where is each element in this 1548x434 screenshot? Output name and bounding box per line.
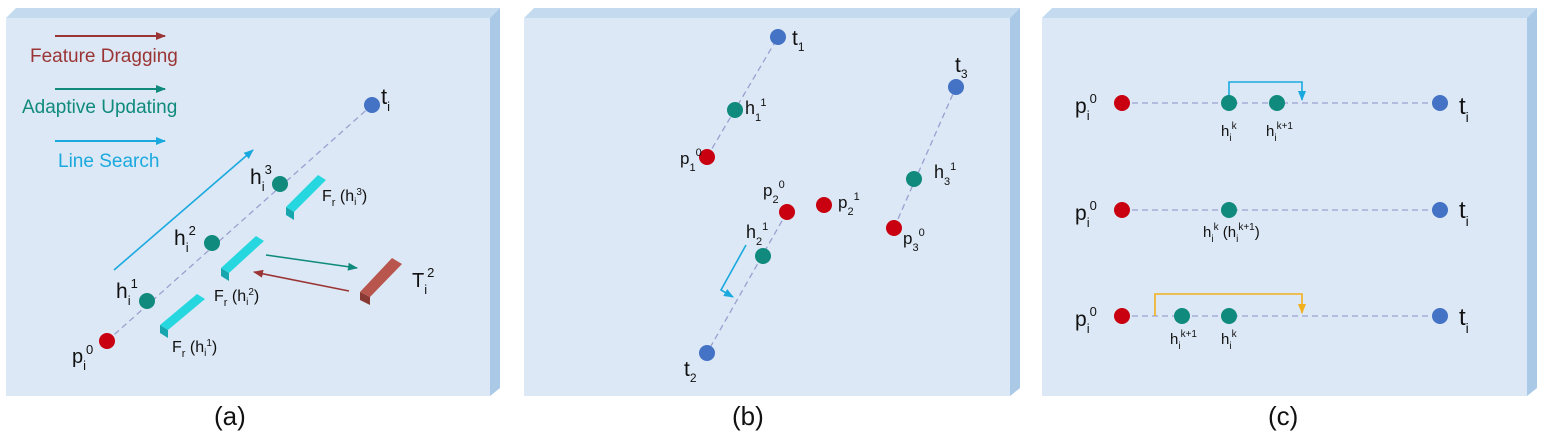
point-h1-a — [139, 293, 155, 309]
caption-b: (b) — [732, 401, 764, 431]
label-t-c1: ti — [1459, 93, 1469, 125]
point-p2-b — [779, 204, 795, 220]
point-hk1-c1 — [1269, 95, 1285, 111]
point-t-c3 — [1432, 308, 1448, 324]
point-t2-b — [699, 345, 715, 361]
label-t-a: ti — [381, 84, 390, 114]
dashed-path-b3 — [893, 86, 957, 229]
line-search-arrow-c1 — [1228, 81, 1306, 101]
point-p-c2 — [1114, 202, 1130, 218]
label-t-c2: ti — [1459, 197, 1469, 229]
panel-c: pi0 hik hik+1 ti pi0 hik (hik+1) ti pi0 … — [1042, 8, 1537, 396]
panel-b-face — [524, 18, 1010, 396]
panel-a-side — [490, 8, 500, 396]
panel-b: t1 h11 p10 p20 p21 h21 t2 t3 h31 p30 — [524, 8, 1020, 396]
panel-b-top — [524, 8, 1020, 18]
point-p1-b — [699, 149, 715, 165]
point-h3-b — [906, 171, 922, 187]
point-hk-c2 — [1221, 202, 1237, 218]
feature-bar-h2 — [221, 236, 264, 281]
panel-c-top — [1042, 8, 1537, 18]
point-p3-b — [886, 220, 902, 236]
updating-arrow-a — [265, 254, 358, 271]
dashed-path-b1 — [706, 36, 779, 158]
legend-feature-dragging: Feature Dragging — [30, 46, 178, 67]
label-t-c3: ti — [1459, 304, 1469, 336]
point-t3-b — [948, 79, 964, 95]
legend-line-search: Line Search — [58, 151, 159, 172]
point-t-c1 — [1432, 95, 1448, 111]
point-h1-b — [727, 102, 743, 118]
point-p-c1 — [1114, 95, 1130, 111]
panel-a-face — [6, 18, 490, 396]
point-t1-b — [770, 29, 786, 45]
target-bar-T — [360, 258, 402, 305]
line-search-arrow-b — [719, 244, 747, 298]
dashed-path-a — [106, 104, 373, 342]
panel-a-top — [6, 8, 500, 18]
point-p-c3 — [1114, 308, 1130, 324]
point-hk-c3 — [1221, 308, 1237, 324]
dashed-path-b2 — [706, 211, 788, 354]
point-t-c2 — [1432, 202, 1448, 218]
point-h2-b — [755, 248, 771, 264]
feature-bar-h3 — [286, 175, 326, 220]
line-search-arrow-c3 — [1154, 293, 1306, 316]
point-h2-a — [204, 235, 220, 251]
legend: Feature Dragging Adaptive Updating Line … — [22, 32, 178, 172]
point-hk1-c3 — [1174, 308, 1190, 324]
point-hk-c1 — [1221, 95, 1237, 111]
line-search-arrow-a — [113, 149, 254, 271]
point-h3-a — [272, 176, 288, 192]
point-t-a — [364, 97, 380, 113]
point-p2-1-b — [816, 197, 832, 213]
caption-c: (c) — [1268, 401, 1298, 431]
feature-bar-h1 — [160, 294, 205, 338]
caption-a: (a) — [214, 401, 246, 431]
panel-a: Feature Dragging Adaptive Updating Line … — [6, 8, 500, 396]
panel-c-side — [1527, 8, 1537, 396]
point-p-a — [99, 333, 115, 349]
panel-b-side — [1010, 8, 1020, 396]
legend-adaptive-updating: Adaptive Updating — [22, 97, 177, 118]
dragging-arrow-a — [253, 269, 350, 292]
